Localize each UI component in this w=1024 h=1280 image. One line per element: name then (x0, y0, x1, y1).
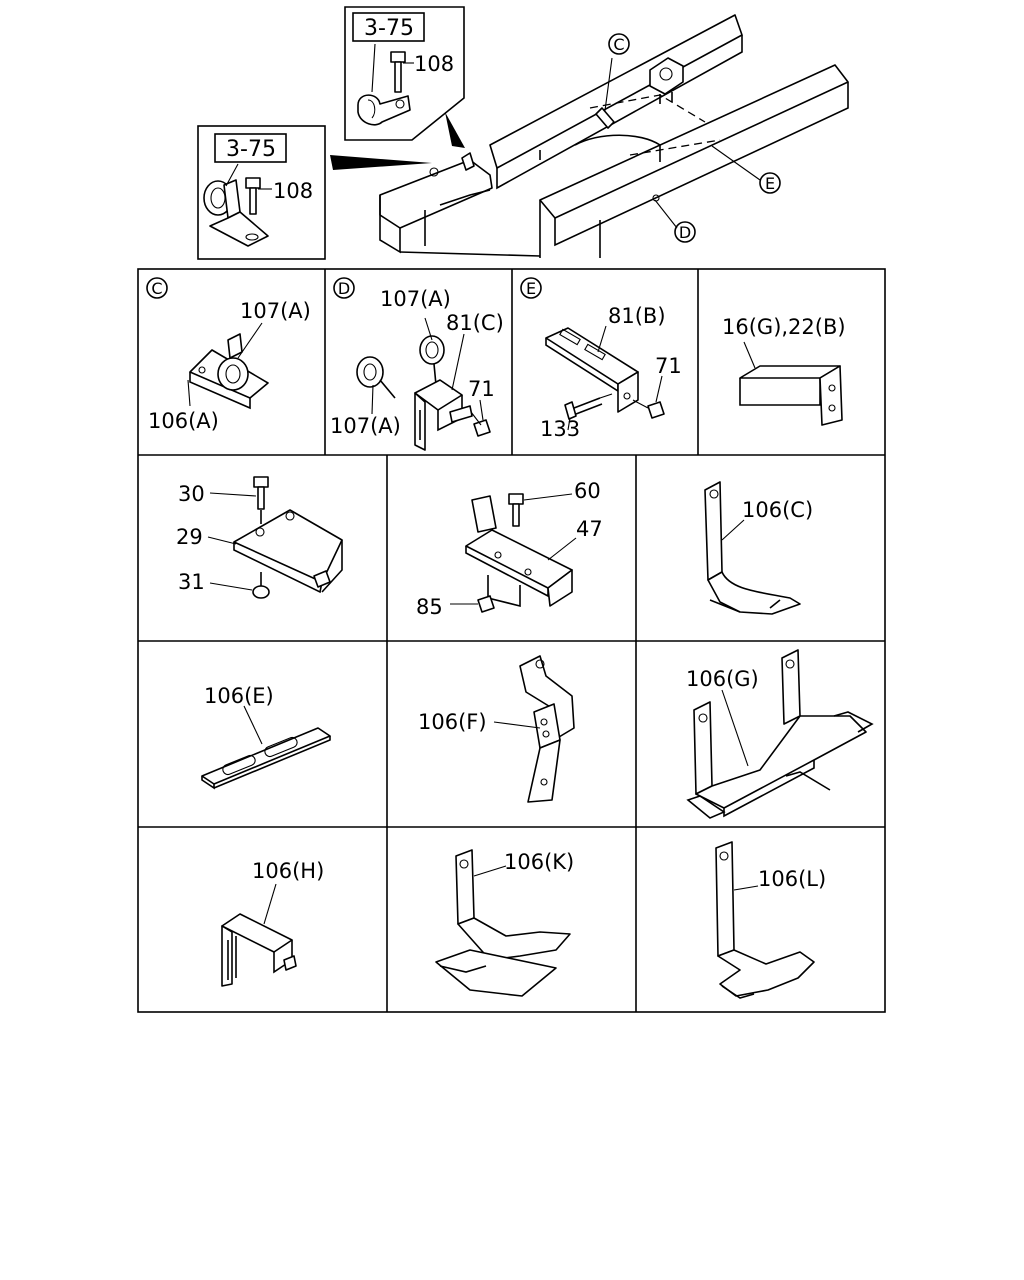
label-16g-22b: 16(G),22(B) (722, 315, 846, 339)
ref-box-top (352, 12, 425, 42)
label-60: 60 (574, 479, 601, 503)
label-81c: 81(C) (446, 311, 504, 335)
label-30: 30 (178, 482, 205, 506)
marker-c-overview: C (608, 33, 630, 55)
label-71-e: 71 (655, 354, 682, 378)
pointer-arrow-left (330, 155, 432, 170)
label-107a: 107(A) (240, 299, 311, 323)
inset-top: 3-75 108 (344, 6, 465, 141)
cell-c-marker: C (151, 279, 162, 298)
cell-d-marker: D (338, 279, 350, 298)
label-31: 31 (178, 570, 205, 594)
marker-e-overview: E (759, 172, 781, 194)
cell-r3c2: 106(F) (418, 655, 575, 803)
frame-mount-bracket (649, 57, 684, 104)
svg-text:E: E (765, 174, 775, 193)
parts-grid (137, 268, 886, 1013)
cell-e-marker: E (526, 279, 536, 298)
cell-r2c3: 106(C) (704, 481, 813, 615)
cell-r4c1: 106(H) (221, 859, 324, 987)
cell-r3c1: 106(E) (201, 684, 331, 790)
pointer-arrow-top (445, 112, 465, 148)
label-106h: 106(H) (252, 859, 324, 883)
label-85: 85 (416, 595, 443, 619)
svg-text:C: C (613, 35, 624, 54)
label-81b: 81(B) (608, 304, 666, 328)
cell-e: E 81(B) 71 133 (520, 277, 682, 441)
ref-label-left: 3-75 (226, 137, 276, 162)
frame-overview (379, 14, 849, 258)
label-107a-top: 107(A) (380, 287, 451, 311)
label-106k: 106(K) (504, 850, 574, 874)
inset-left: 3-75 108 (197, 125, 326, 260)
cell-r2c2: 60 47 85 (416, 479, 603, 619)
cell-r4c2: 106(K) (435, 849, 574, 997)
label-106c: 106(C) (742, 498, 813, 522)
cell-r3c3: 106(G) (686, 649, 874, 819)
svg-text:D: D (679, 223, 691, 242)
label-133: 133 (540, 417, 580, 441)
label-108-top: 108 (414, 52, 454, 76)
label-106g: 106(G) (686, 667, 759, 691)
label-106a: 106(A) (148, 409, 219, 433)
label-107a-bottom: 107(A) (330, 414, 401, 438)
label-106e: 106(E) (204, 684, 274, 708)
cell-r4c3: 106(L) (715, 841, 826, 999)
ref-label-top: 3-75 (364, 16, 414, 41)
label-47: 47 (576, 517, 603, 541)
label-106f: 106(F) (418, 710, 487, 734)
ref-box-left (214, 133, 287, 163)
cell-r2c1: 30 29 31 (176, 476, 343, 599)
label-108-left: 108 (273, 179, 313, 203)
label-29: 29 (176, 525, 203, 549)
cell-d: D 107(A) 81(C) 71 107(A) (330, 277, 504, 451)
label-106l: 106(L) (758, 867, 826, 891)
label-71-d: 71 (468, 377, 495, 401)
cell-r1c4: 16(G),22(B) (722, 315, 846, 426)
marker-d-overview: D (674, 221, 696, 243)
cell-c: C 107(A) 106(A) (146, 277, 311, 433)
